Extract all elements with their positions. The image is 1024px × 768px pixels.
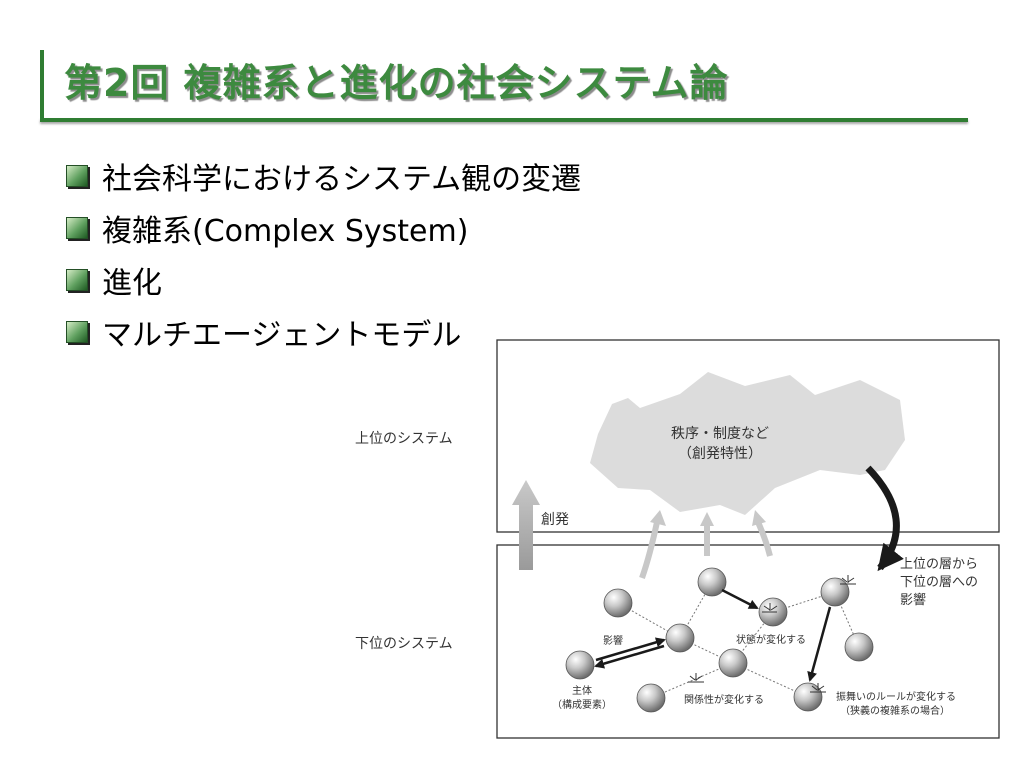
- spark-icon: [840, 575, 856, 585]
- bullet-text: 進化: [102, 266, 162, 301]
- bullet-text: マルチエージェントモデル: [102, 318, 462, 353]
- lower-system-label: 下位のシステム: [355, 636, 453, 652]
- cloud-label-1: 秩序・制度など: [671, 426, 769, 442]
- title-bar: [40, 50, 972, 120]
- cloud-label-2: （創発特性）: [678, 446, 762, 462]
- agent-label-1: 主体: [572, 685, 592, 697]
- influence-label-1: 上位の層から: [900, 557, 978, 572]
- agent-node: [844, 632, 874, 662]
- upper-system-label: 上位のシステム: [355, 431, 453, 447]
- agent-node: [603, 588, 633, 618]
- agent-node: [697, 567, 727, 597]
- square-bullet-icon: [66, 217, 88, 239]
- agent-nodes: [565, 567, 874, 713]
- bullet-item: マルチエージェントモデル: [66, 306, 581, 358]
- agent-node: [718, 648, 748, 678]
- agent-node: [636, 683, 666, 713]
- bullet-text: 社会科学におけるシステム観の変遷: [102, 162, 582, 197]
- rule-change-label-1: 振舞いのルールが変化する: [836, 690, 956, 703]
- influence-small-label: 影響: [603, 634, 623, 647]
- influence-label-2: 下位の層への: [900, 575, 978, 590]
- emergent-arrows: [639, 520, 773, 579]
- bullet-item: 進化: [66, 254, 581, 306]
- agent-node: [793, 682, 823, 712]
- rule-change-label-2: （狭義の複雑系の場合）: [840, 704, 950, 717]
- rule-change-arrow: [807, 606, 832, 682]
- influence-label-3: 影響: [900, 592, 926, 608]
- bullet-list: 社会科学におけるシステム観の変遷 複雑系(Complex System) 進化 …: [66, 150, 581, 358]
- upper-system-box: [496, 339, 1000, 533]
- agent-node: [820, 577, 850, 607]
- bullet-item: 複雑系(Complex System): [66, 202, 581, 254]
- state-change-label: 状態が変化する: [736, 633, 806, 646]
- agent-node: [665, 623, 695, 653]
- top-down-influence-arrow: [865, 465, 904, 572]
- bullet-text: 複雑系(Complex System): [102, 214, 469, 249]
- lower-system-box: [496, 544, 1000, 739]
- slide-title: 第2回 複雑系と進化の社会システム論: [64, 61, 729, 105]
- emergence-label: 創発: [541, 512, 569, 528]
- influence-arrow-back: [594, 644, 665, 669]
- spark-icon: [688, 673, 704, 683]
- emergence-arrow: [512, 480, 540, 570]
- square-bullet-icon: [66, 321, 88, 343]
- title-underline: [40, 118, 968, 122]
- agent-node: [565, 650, 595, 680]
- square-bullet-icon: [66, 269, 88, 291]
- square-bullet-icon: [66, 165, 88, 187]
- order-cloud: [590, 372, 905, 515]
- state-change-arrow: [721, 588, 759, 610]
- influence-arrow-forward: [595, 637, 666, 662]
- bullet-item: 社会科学におけるシステム観の変遷: [66, 150, 581, 202]
- spark-icon: [762, 603, 778, 613]
- spark-icons: [688, 575, 856, 693]
- agent-label-2: （構成要素）: [552, 698, 612, 711]
- relation-change-label: 関係性が変化する: [684, 693, 764, 706]
- spark-icon: [810, 683, 826, 693]
